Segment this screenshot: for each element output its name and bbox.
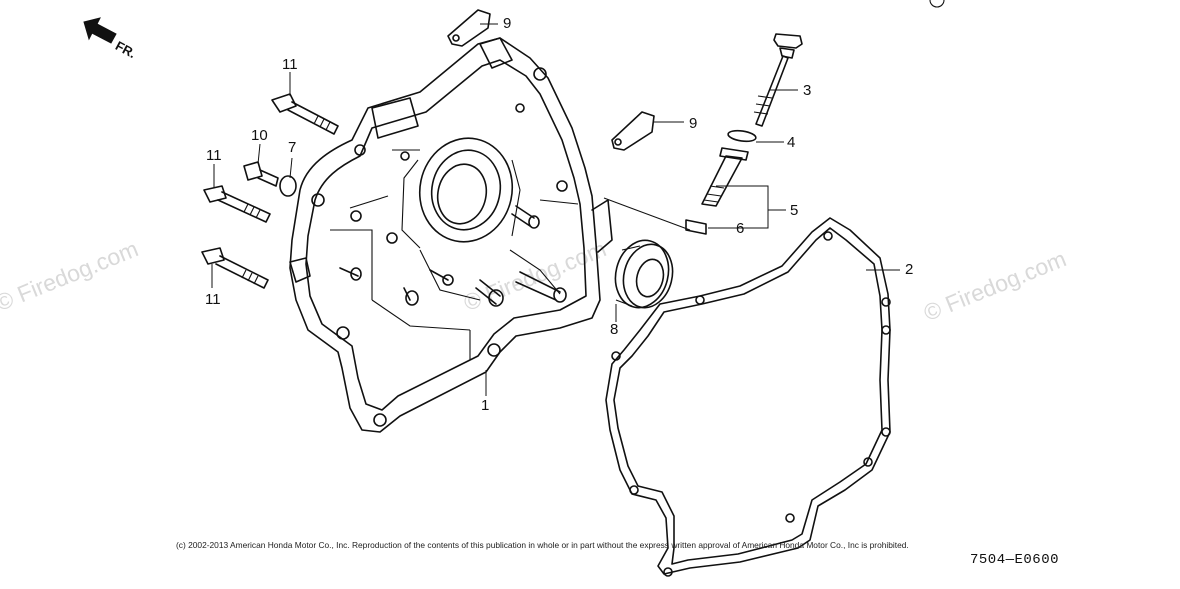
drain-bolt-drawing bbox=[243, 161, 279, 187]
crankcase-cover-drawing bbox=[289, 37, 613, 433]
oil-seal-drawing bbox=[614, 239, 674, 309]
tube-cap-drawing bbox=[685, 219, 707, 235]
washer-drawing bbox=[279, 175, 297, 197]
callout-number: 4 bbox=[787, 134, 796, 151]
front-direction-arrow-icon bbox=[83, 17, 117, 44]
callout-number: 11 bbox=[282, 56, 298, 73]
callout-number: 3 bbox=[803, 82, 812, 99]
oil-level-gauge-drawing bbox=[753, 33, 803, 127]
callout-number: 6 bbox=[736, 220, 745, 237]
callout-number: 9 bbox=[689, 115, 698, 132]
leader-lines bbox=[211, 23, 900, 396]
o-ring-drawing bbox=[727, 129, 757, 143]
callout-number: 2 bbox=[905, 261, 914, 278]
flange-bolt-drawing bbox=[201, 93, 339, 289]
callout-number: 8 bbox=[610, 321, 619, 338]
callout-number: 9 bbox=[503, 15, 512, 32]
callout-number: 1 bbox=[481, 397, 490, 414]
callout-number: 5 bbox=[790, 202, 799, 219]
registration-mark-icon bbox=[929, 0, 945, 8]
diagram-code: 7504—E0600 bbox=[970, 552, 1060, 568]
copyright-notice: (c) 2002-2013 American Honda Motor Co., … bbox=[176, 540, 909, 550]
oil-filler-tube-drawing bbox=[701, 147, 749, 207]
callout-number: 11 bbox=[205, 291, 221, 308]
gasket-drawing bbox=[605, 217, 891, 577]
callout-number: 10 bbox=[251, 127, 268, 144]
callout-number: 11 bbox=[206, 147, 222, 164]
callout-number: 7 bbox=[288, 139, 297, 156]
clip-drawing bbox=[447, 9, 655, 151]
